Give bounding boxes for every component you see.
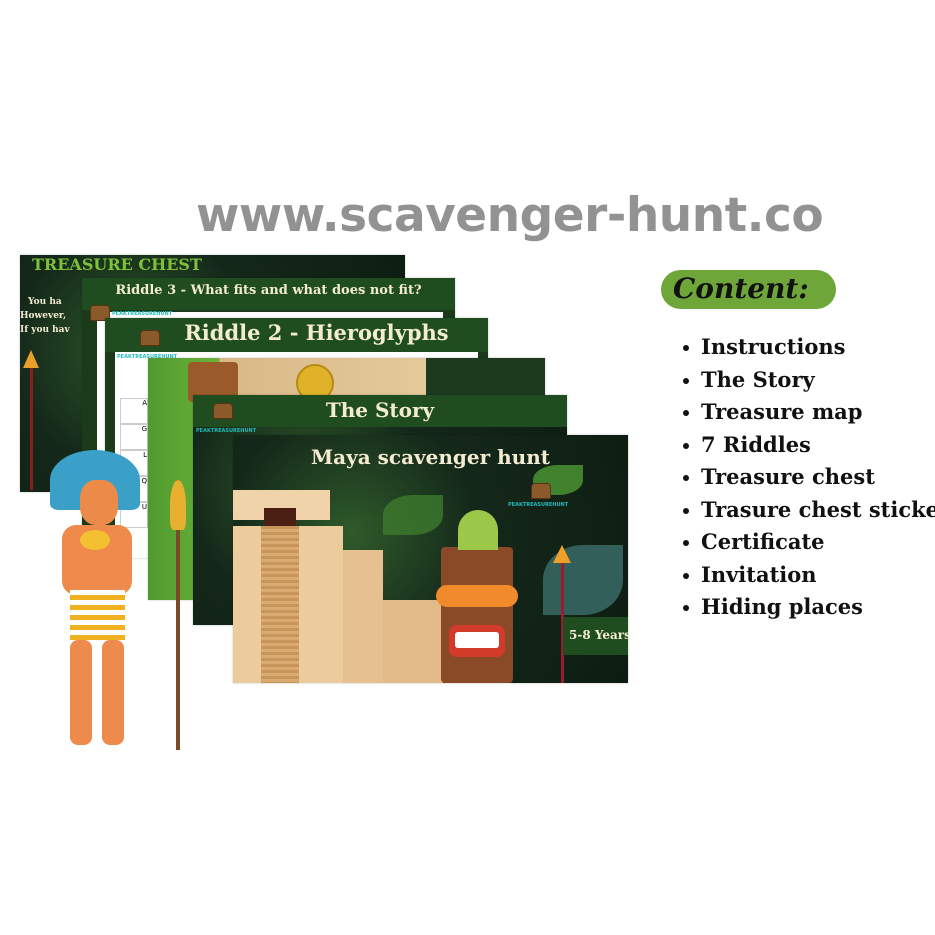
tiki-mask-illustration	[436, 547, 518, 683]
list-item: Certificate	[683, 529, 935, 562]
treasure-chest-logo	[213, 403, 233, 419]
slide-text: If you hav	[20, 325, 70, 335]
list-item: Treasure map	[683, 399, 935, 432]
spear-icon	[30, 355, 33, 490]
treasure-chest-logo	[90, 305, 110, 321]
treasure-chest-logo	[531, 483, 551, 499]
content-heading: Content:	[673, 272, 809, 305]
spear-tip-icon	[553, 545, 571, 563]
list-item: Hiding places	[683, 594, 935, 627]
list-item: Trasure chest sticker	[683, 497, 935, 530]
brand-logo: PEAKTREASUREHUNT	[112, 311, 173, 317]
age-badge-text: 5-8 Years	[569, 628, 628, 642]
slide-title: The Story	[193, 395, 567, 427]
slide-text: However,	[20, 311, 67, 321]
content-list: Instructions The Story Treasure map 7 Ri…	[683, 334, 935, 627]
mayan-warrior-illustration	[40, 440, 200, 760]
slide-text: You ha	[28, 297, 62, 307]
list-item: The Story	[683, 367, 935, 400]
spear-tip-icon	[23, 350, 39, 368]
slide-title: Riddle 2 - Hieroglyphs	[105, 318, 488, 352]
content-heading-pill: Content:	[661, 270, 836, 309]
brand-logo: PEAKTREASUREHUNT	[117, 354, 178, 360]
spear-icon	[561, 555, 564, 683]
list-item: Instructions	[683, 334, 935, 367]
list-item: 7 Riddles	[683, 432, 935, 465]
cover-title: Maya scavenger hunt	[311, 445, 550, 469]
brand-logo: PEAKTREASUREHUNT	[196, 428, 257, 434]
watermark: www.scavenger-hunt.co	[196, 188, 824, 243]
leaves-icon	[458, 510, 498, 550]
glyph-letter: G	[120, 424, 148, 450]
pyramid-illustration	[233, 490, 443, 683]
slide-cover: Maya scavenger hunt PEAKTREASUREHUNT 5-8…	[233, 435, 628, 683]
slide-title: TREASURE CHEST	[32, 255, 202, 274]
age-badge: 5-8 Years	[563, 617, 628, 655]
slide-title: Riddle 3 - What fits and what does not f…	[82, 278, 455, 310]
brand-logo: PEAKTREASUREHUNT	[508, 502, 569, 508]
list-item: Invitation	[683, 562, 935, 595]
treasure-chest-logo	[140, 330, 160, 346]
glyph-letter: A	[120, 398, 148, 424]
list-item: Treasure chest	[683, 464, 935, 497]
